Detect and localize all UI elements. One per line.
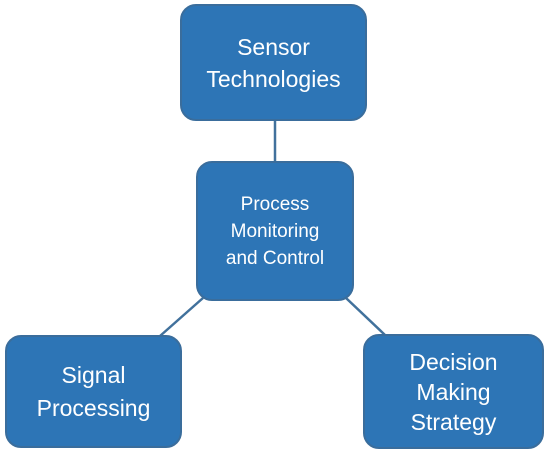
connector-process-signal bbox=[159, 297, 204, 337]
node-label-line: Sensor bbox=[237, 33, 310, 60]
node-label-line: Processing bbox=[36, 394, 151, 421]
node-label-line: Making bbox=[416, 378, 491, 405]
node-label-line: Process bbox=[240, 193, 310, 215]
connector-process-decision bbox=[345, 297, 386, 336]
node-signal-processing: Signal Processing bbox=[5, 335, 182, 448]
node-label-line: Strategy bbox=[410, 408, 497, 435]
node-label-line: Monitoring bbox=[230, 220, 320, 242]
node-label-line: Technologies bbox=[206, 65, 341, 92]
node-sensor-technologies: Sensor Technologies bbox=[180, 4, 367, 121]
node-decision-making-strategy: Decision Making Strategy bbox=[363, 334, 544, 449]
node-label-line: and Control bbox=[225, 247, 325, 269]
node-process-monitoring-and-control: Process Monitoring and Control bbox=[196, 161, 354, 301]
node-label-line: Signal bbox=[61, 361, 126, 388]
node-label-line: Decision bbox=[409, 348, 498, 375]
